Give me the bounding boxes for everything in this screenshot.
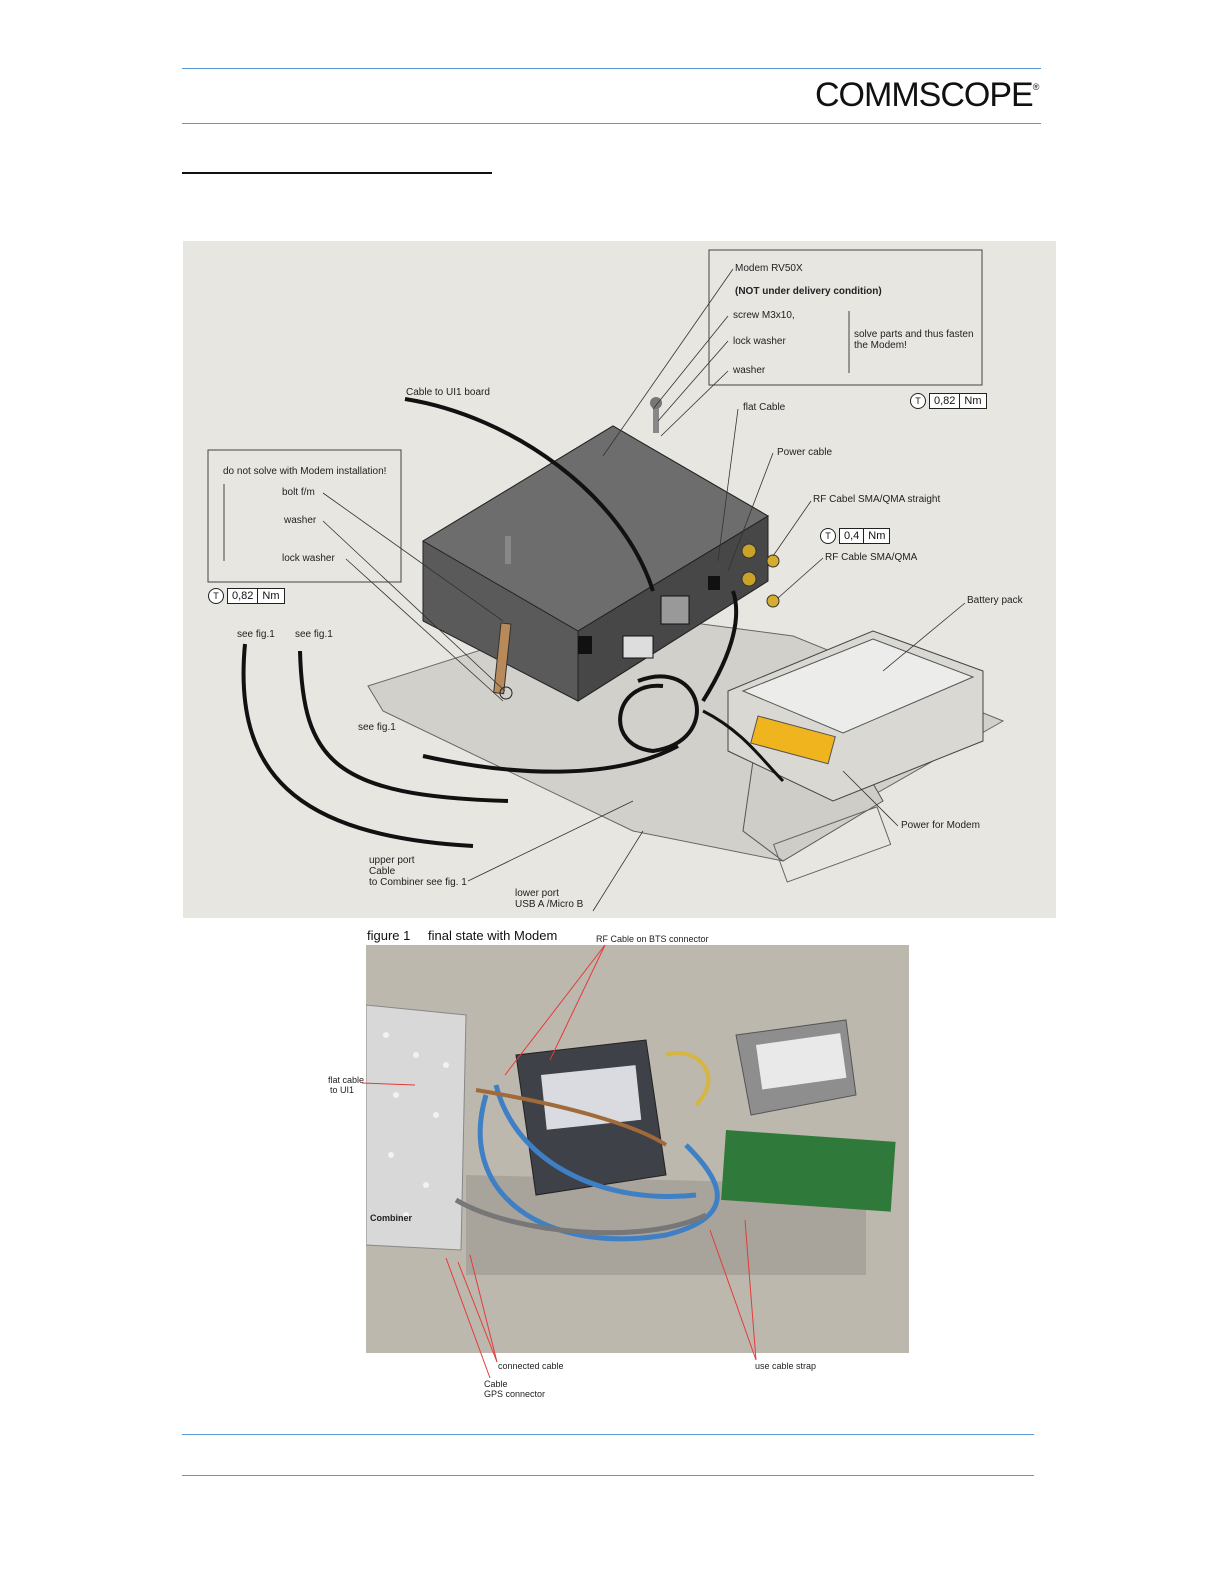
label-upper-port-3: to Combiner see fig. 1: [369, 877, 467, 888]
label-connected-cable: connected cable: [498, 1361, 564, 1371]
label-not-delivery: (NOT under delivery condition): [735, 286, 882, 297]
torque-icon: T: [208, 588, 224, 604]
label-cable-strap: use cable strap: [755, 1361, 817, 1371]
label-combiner: Combiner: [370, 1213, 413, 1223]
assembly-drawing-art: [207, 249, 1005, 912]
figure-number: figure 1: [367, 928, 411, 943]
header-rule-bottom: [182, 123, 1041, 124]
label-see-fig-b: see fig.1: [295, 629, 333, 640]
label-washer-left: washer: [284, 515, 317, 526]
torque-icon: T: [910, 393, 926, 409]
label-flat-cable-ui1-2: to UI1: [330, 1085, 355, 1095]
label-see-fig-c: see fig.1: [358, 722, 396, 733]
label-lock-washer-left: lock washer: [282, 553, 335, 564]
label-rf-straight: RF Cabel SMA/QMA straight: [813, 494, 941, 505]
footer-rule-top: [182, 1434, 1034, 1435]
label-lower-port-1: lower port: [515, 888, 559, 899]
label-lock-washer-top: lock washer: [733, 336, 786, 347]
label-power-cable: Power cable: [777, 447, 833, 458]
label-bolt: bolt f/m: [282, 487, 315, 498]
label-lower-port-2: USB A /Micro B: [515, 899, 584, 910]
torque-icon: T: [820, 528, 836, 544]
label-power-modem: Power for Modem: [901, 820, 980, 831]
label-washer-top: washer: [733, 365, 766, 376]
header-rule-top: [182, 68, 1041, 69]
label-modem: Modem RV50X: [735, 263, 803, 274]
label-screw: screw M3x10,: [733, 310, 795, 321]
label-upper-port-2: Cable: [369, 866, 396, 877]
section-title-underline: [182, 172, 492, 174]
figure-caption: final state with Modem: [428, 928, 558, 943]
label-flat-cable: flat Cable: [743, 402, 786, 413]
label-cable-ui1: Cable to UI1 board: [406, 387, 490, 398]
label-battery: Battery pack: [967, 595, 1023, 606]
label-rf-qma: RF Cable SMA/QMA: [825, 552, 918, 563]
label-do-not-solve: do not solve with Modem installation!: [223, 466, 387, 477]
label-solve-note: solve parts and thus fasten the Modem!: [854, 329, 974, 351]
label-gps-1: Cable: [484, 1379, 508, 1389]
footer-rule-bottom: [182, 1475, 1034, 1476]
label-see-fig-a: see fig.1: [237, 629, 275, 640]
installation-photo-art: [366, 945, 909, 1353]
commscope-logo: COMMSCOPE®: [815, 76, 1039, 114]
assembly-drawing: Modem RV50X (NOT under delivery conditio…: [183, 241, 1056, 918]
label-upper-port-1: upper port: [369, 855, 415, 866]
label-gps-2: GPS connector: [484, 1389, 546, 1399]
installation-photo: Combiner: [366, 945, 909, 1353]
label-flat-cable-ui1-1: flat cable: [328, 1075, 365, 1085]
label-rf-bts: RF Cable on BTS connector: [596, 934, 709, 944]
